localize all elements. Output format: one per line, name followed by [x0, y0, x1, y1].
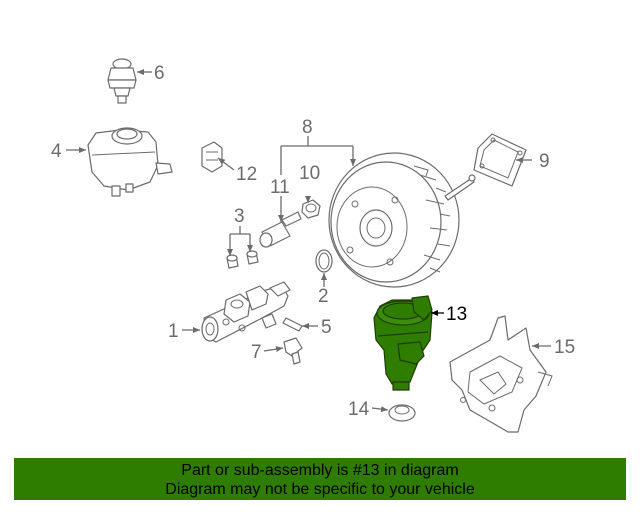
callout-3: 3 [234, 206, 245, 227]
part-5-pin[interactable] [282, 317, 303, 332]
callout-1: 1 [168, 321, 179, 342]
callout-14: 14 [348, 399, 370, 420]
info-banner: Part or sub-assembly is #13 in diagram D… [14, 458, 626, 500]
leader-lines [66, 69, 551, 413]
part-8-brake-booster[interactable] [328, 152, 476, 288]
callout-9: 9 [539, 151, 550, 172]
part-12-sensor-clip[interactable] [201, 141, 223, 173]
part-14-grommet[interactable] [388, 404, 416, 422]
callout-10: 10 [299, 163, 320, 184]
banner-line-1: Part or sub-assembly is #13 in diagram [181, 462, 459, 479]
callout-8: 8 [302, 117, 313, 138]
part-11-vacuum-sensor[interactable] [259, 211, 302, 248]
part-4-fluid-reservoir[interactable] [87, 127, 173, 197]
callout-6: 6 [154, 63, 165, 84]
callout-7: 7 [251, 342, 262, 363]
callout-11: 11 [270, 177, 290, 198]
part-9-gasket[interactable] [473, 133, 527, 187]
callout-5: 5 [321, 317, 332, 338]
callout-4: 4 [51, 141, 62, 162]
part-1-master-cylinder[interactable] [201, 281, 291, 343]
banner-line-2: Diagram may not be specific to your vehi… [165, 481, 475, 498]
callout-labels: 6 4 12 8 9 11 10 3 2 1 5 7 13 14 15 [51, 63, 575, 420]
part-2-o-ring[interactable] [315, 249, 333, 273]
callout-2: 2 [318, 286, 329, 307]
part-7-bleeder[interactable] [283, 337, 303, 365]
callout-15: 15 [554, 337, 575, 358]
part-3-seals[interactable] [226, 250, 259, 269]
part-15-bracket[interactable] [449, 315, 553, 433]
part-6-reservoir-cap[interactable] [107, 58, 137, 104]
callout-12: 12 [236, 164, 257, 185]
part-10-fitting[interactable] [301, 199, 321, 219]
callout-13: 13 [446, 304, 467, 325]
part-13-vacuum-pump[interactable] [373, 295, 433, 391]
